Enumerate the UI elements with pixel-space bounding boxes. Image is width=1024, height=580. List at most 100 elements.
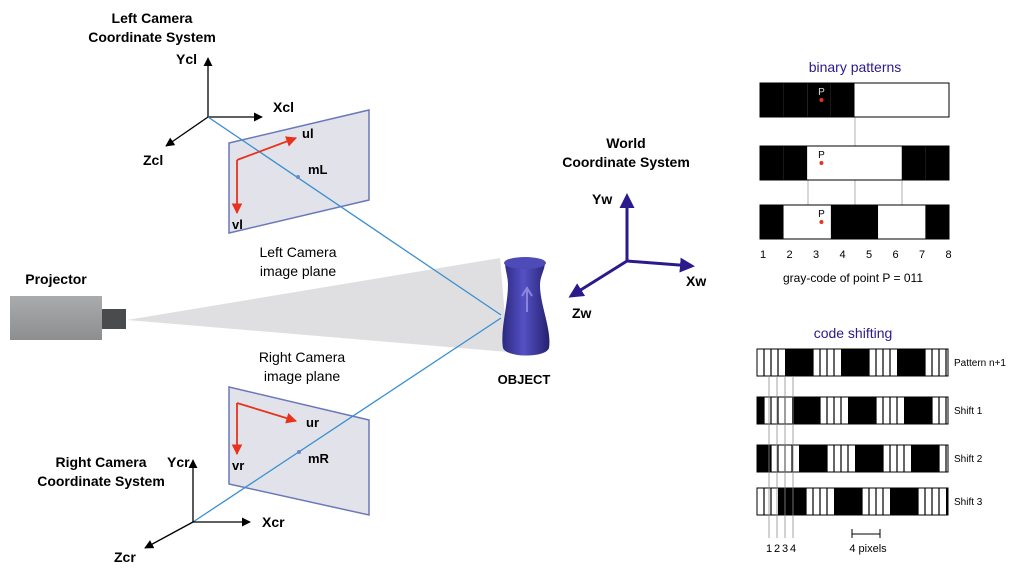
projector-light-beam	[127, 258, 508, 352]
binary-pattern-row-1	[759, 82, 950, 118]
world-z-axis	[568, 259, 628, 298]
world-axis-x-label: Xw	[686, 273, 706, 289]
binary-pattern-cell	[807, 146, 831, 180]
shift-row-border-1	[756, 348, 949, 377]
binary-caption: gray-code of point P = 011	[783, 271, 923, 285]
shift-pixel-number: 4	[790, 543, 796, 555]
left-image-u-axis	[236, 136, 298, 161]
world-title-line1: World	[606, 135, 645, 151]
binary-pattern-cell	[854, 146, 879, 180]
left-image-point-mL	[296, 175, 300, 179]
right-plane-caption-line2: image plane	[264, 368, 340, 384]
shift-black-block	[855, 445, 883, 472]
object-vase-rim	[504, 257, 546, 269]
binary-pattern-cell	[830, 146, 855, 180]
left-camera-z-axis	[165, 116, 209, 147]
shift-row-border-3	[756, 444, 949, 473]
binary-point-p-label: P	[818, 150, 825, 161]
binary-pattern-cell	[925, 146, 949, 180]
shift-black-block	[757, 445, 771, 472]
shift-row-label: Pattern n+1	[954, 358, 1006, 369]
binary-pixel-number: 1	[760, 249, 766, 261]
binary-point-p-label: P	[818, 87, 825, 98]
left-plane-caption-line1: Left Camera	[259, 244, 336, 260]
shift-pixel-number: 3	[782, 543, 788, 555]
binary-pattern-row-3	[759, 204, 950, 240]
shift-row-label: Shift 2	[954, 454, 983, 465]
binary-point-p-marker	[819, 161, 824, 165]
right-camera-group: Right Camera image plane ur vr mR Ycr Xc…	[37, 317, 502, 565]
shift-black-block	[897, 349, 925, 376]
right-camera-title-line2: Coordinate System	[37, 473, 165, 489]
left-camera-axis-x-label: Xcl	[273, 99, 294, 115]
projector-body	[10, 296, 102, 340]
world-coordinate-group: World Coordinate System Yw Xw Zw	[562, 135, 706, 321]
right-camera-title-line1: Right Camera	[55, 454, 146, 470]
shift-black-block	[834, 488, 862, 515]
shift-pixel-number: 1	[766, 543, 772, 555]
object-highlight-arrow	[521, 286, 533, 312]
right-camera-axis-y-label: Ycr	[167, 454, 190, 470]
binary-pattern-cell	[760, 205, 784, 239]
binary-pixel-number: 8	[945, 249, 951, 261]
left-camera-group: Left Camera Coordinate System Ycl Xcl Zc…	[88, 10, 502, 316]
binary-patterns-title: binary patterns	[809, 59, 902, 75]
binary-pattern-cell	[807, 205, 831, 239]
shift-black-block	[792, 397, 820, 424]
binary-pattern-cell	[878, 205, 902, 239]
left-image-v-label: vl	[232, 217, 243, 232]
right-image-u-axis	[236, 402, 298, 424]
right-camera-axis-z-label: Zcr	[114, 549, 136, 565]
shift-row-border-4	[756, 487, 949, 516]
shift-black-block	[841, 349, 869, 376]
binary-pattern-cell	[901, 83, 926, 117]
shift-row-border-2	[756, 396, 949, 425]
binary-pattern-cell	[783, 83, 808, 117]
binary-pixel-number: 6	[892, 249, 898, 261]
object-group: OBJECT	[498, 257, 550, 387]
binary-pattern-cell	[760, 146, 784, 180]
shift-row-label: Shift 3	[954, 497, 983, 508]
world-title-line2: Coordinate System	[562, 154, 690, 170]
binary-pixel-number: 7	[919, 249, 925, 261]
left-image-plane	[228, 109, 370, 234]
binary-pattern-cell	[901, 205, 926, 239]
left-camera-axis-y-label: Ycl	[176, 51, 197, 67]
left-image-u-label: ul	[302, 126, 314, 141]
right-image-u-label: ur	[306, 415, 319, 430]
shift-row-label: Shift 1	[954, 406, 983, 417]
binary-pattern-rows: P P P	[759, 82, 950, 240]
object-vase	[502, 257, 550, 356]
code-shifting-title: code shifting	[814, 325, 893, 341]
binary-pattern-cell	[854, 83, 879, 117]
shift-black-block	[785, 349, 813, 376]
binary-pixel-number: 3	[813, 249, 819, 261]
binary-point-p-marker	[819, 98, 824, 102]
left-image-m-label: mL	[308, 162, 328, 177]
binary-pattern-cell	[878, 83, 902, 117]
right-camera-z-axis	[144, 521, 194, 549]
world-x-axis	[626, 257, 695, 273]
shift-black-block	[799, 445, 827, 472]
binary-pattern-cell	[925, 205, 949, 239]
binary-pattern-cell	[830, 83, 855, 117]
shift-black-block	[778, 488, 806, 515]
binary-pattern-cell	[878, 146, 902, 180]
left-camera-axis-z-label: Zcl	[143, 152, 163, 168]
binary-pixel-number: 4	[839, 249, 845, 261]
binary-pixel-number: 5	[866, 249, 872, 261]
left-camera-ray	[207, 116, 502, 316]
binary-point-p-label: P	[818, 209, 825, 220]
right-image-m-label: mR	[308, 451, 330, 466]
binary-pattern-cell	[760, 83, 784, 117]
binary-pattern-cell	[925, 83, 949, 117]
right-image-v-label: vr	[232, 458, 244, 473]
projector-group: Projector	[10, 271, 126, 340]
projector-lens	[102, 309, 126, 329]
right-camera-ray	[192, 317, 502, 523]
left-camera-title-line2: Coordinate System	[88, 29, 216, 45]
binary-pattern-cell	[807, 83, 831, 117]
